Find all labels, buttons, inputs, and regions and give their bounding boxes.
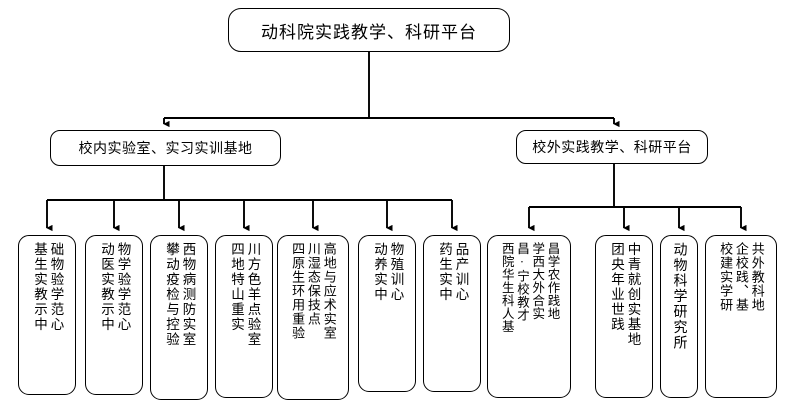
leaf-node-xichang-huaning-base[interactable]: 昌学农作践地 学西大外合实 昌·宁校教才 西院华生科人基	[487, 235, 571, 398]
leaf-node-youth-employment-base-label: 中青就创实基地 团央年业世践	[609, 242, 641, 347]
leaf-node-panxi-disease-lab-label: 西物病测防实室 攀动疫检与控验	[164, 242, 196, 347]
leaf-node-school-enterprise-base-label: 共外教科地 企校践、基 校建实学研	[718, 242, 765, 312]
leaf-node-animal-breeding-center[interactable]: 物殖训心 动养实中	[358, 235, 416, 392]
leaf-node-wetland-eco-lab-label: 高地与应术实室 川湿态保技点 四原生环用重验	[290, 242, 337, 340]
branch-node-internal-label: 校内实验室、实习实训基地	[78, 142, 253, 157]
leaf-node-animal-science-institute[interactable]: 动物科学研究所	[660, 235, 698, 398]
leaf-node-animal-breeding-center-label: 物殖训心 动养实中	[372, 242, 404, 302]
leaf-node-basic-biology-center-label: 础物验学范心 基生实教示中	[32, 242, 64, 332]
root-node[interactable]: 动科院实践教学、科研平台	[228, 8, 510, 52]
leaf-node-school-enterprise-base[interactable]: 共外教科地 企校践、基 校建实学研	[705, 235, 777, 398]
branch-node-external-label: 校外实践教学、科研平台	[532, 141, 692, 156]
branch-node-internal[interactable]: 校内实验室、实习实训基地	[50, 130, 281, 166]
leaf-node-wetland-eco-lab[interactable]: 高地与应术实室 川湿态保技点 四原生环用重验	[277, 235, 349, 400]
leaf-node-panxi-disease-lab[interactable]: 西物病测防实室 攀动疫检与控验	[150, 235, 208, 400]
leaf-node-xichang-huaning-base-label: 昌学农作践地 学西大外合实 昌·宁校教才 西院华生科人基	[499, 242, 560, 333]
leaf-node-sichuan-goat-lab[interactable]: 川方色羊点验室 四地特山重实	[215, 235, 273, 398]
leaf-node-youth-employment-base[interactable]: 中青就创实基地 团央年业世践	[595, 235, 653, 398]
leaf-node-basic-biology-center[interactable]: 础物验学范心 基生实教示中	[18, 235, 76, 395]
branch-node-external[interactable]: 校外实践教学、科研平台	[516, 130, 708, 164]
leaf-node-sichuan-goat-lab-label: 川方色羊点验室 四地特山重实	[229, 242, 261, 347]
leaf-node-animal-science-institute-label: 动物科学研究所	[671, 242, 687, 351]
leaf-node-veterinary-center[interactable]: 物学验学范心 动医实教示中	[85, 235, 143, 395]
leaf-node-drug-production-center[interactable]: 品产训心 药生实中	[423, 235, 481, 392]
leaf-node-veterinary-center-label: 物学验学范心 动医实教示中	[99, 242, 131, 332]
root-node-label: 动科院实践教学、科研平台	[261, 22, 477, 42]
leaf-node-drug-production-center-label: 品产训心 药生实中	[437, 242, 469, 302]
